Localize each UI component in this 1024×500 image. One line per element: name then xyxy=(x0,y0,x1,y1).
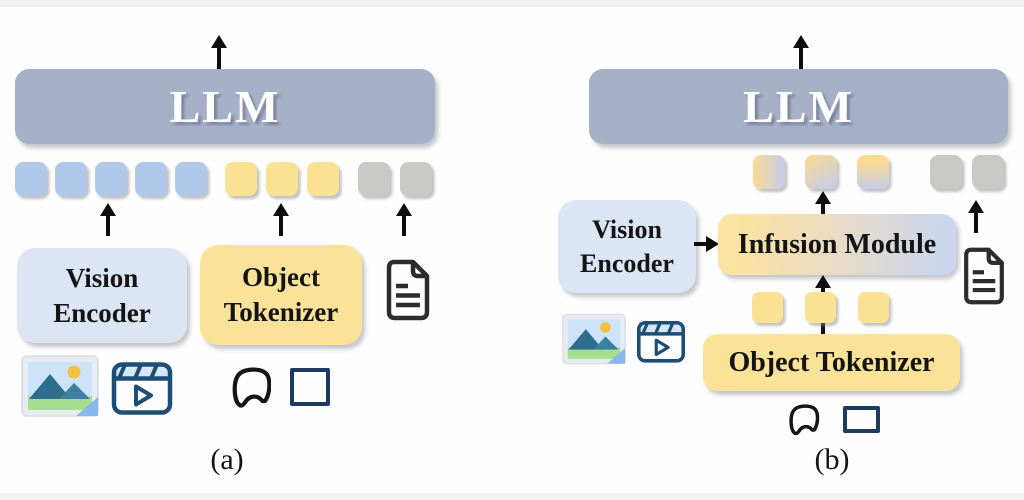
vision-encoder-box-a: Vision Encoder xyxy=(17,248,187,343)
bounding-box-icon xyxy=(290,368,330,406)
video-icon xyxy=(111,362,173,415)
infusion-module-box-b: Infusion Module xyxy=(718,214,956,275)
text-token xyxy=(972,155,1004,189)
fused-token xyxy=(753,155,785,189)
text-token xyxy=(358,162,390,196)
object-tokenizer-box-a: Object Tokenizer xyxy=(200,245,362,345)
object-tokenizer-label-line1-a: Object xyxy=(242,262,320,293)
object-token xyxy=(752,292,783,323)
llm-box-a: LLM xyxy=(15,69,435,144)
vision-token-row-a xyxy=(15,162,207,196)
bounding-box-icon xyxy=(843,406,880,433)
mask-icon xyxy=(232,367,271,408)
vision-encoder-box-b: Vision Encoder xyxy=(558,200,696,293)
text-token xyxy=(930,155,962,189)
vision-token xyxy=(135,162,167,196)
object-token xyxy=(266,162,298,196)
object-token-row-b xyxy=(752,292,889,323)
object-tokenizer-label-line2-a: Tokenizer xyxy=(223,297,339,327)
image-icon xyxy=(21,355,99,417)
document-icon xyxy=(386,259,430,321)
text-token-row-a xyxy=(358,162,432,196)
text-token xyxy=(400,162,432,196)
vision-token xyxy=(15,162,47,196)
object-tokenizer-box-b: Object Tokenizer xyxy=(703,334,960,391)
object-tokenizer-label-b: Object Tokenizer xyxy=(728,346,935,378)
vision-to-tokens-arrow-a xyxy=(100,203,116,236)
object-to-tokens-arrow-a xyxy=(273,203,289,236)
caption-b: (b) xyxy=(814,443,850,476)
llm-output-arrow-b xyxy=(793,35,809,69)
llm-label-b: LLM xyxy=(743,81,854,132)
vision-token xyxy=(55,162,87,196)
vision-encoder-label-line2-b: Encoder xyxy=(580,248,674,278)
object-token xyxy=(225,162,257,196)
vision-token xyxy=(175,162,207,196)
object-token-row-a xyxy=(225,162,339,196)
text-to-tokens-arrow-a xyxy=(396,203,412,236)
video-icon xyxy=(637,320,685,363)
mask-icon xyxy=(789,404,820,435)
object-token xyxy=(858,292,889,323)
infusion-to-tokens-arrow-b xyxy=(815,191,831,215)
vision-token xyxy=(95,162,127,196)
llm-box-b: LLM xyxy=(589,69,1008,144)
caption-a: (a) xyxy=(210,443,244,476)
vision-encoder-label-line1-a: Vision xyxy=(65,262,139,293)
text-token-row-b xyxy=(930,155,1004,189)
vision-encoder-label-line2-a: Encoder xyxy=(53,297,151,328)
infusion-module-label-b: Infusion Module xyxy=(737,228,937,260)
object-token xyxy=(307,162,339,196)
fused-token xyxy=(805,155,837,189)
llm-label-a: LLM xyxy=(169,81,281,132)
llm-output-arrow-a xyxy=(211,35,227,69)
fused-token xyxy=(857,155,889,189)
fused-token-row-b xyxy=(753,155,889,189)
image-icon xyxy=(562,313,626,365)
vision-to-infusion-arrow-b xyxy=(694,236,719,252)
text-to-tokens-arrow-b xyxy=(968,200,984,233)
vision-encoder-label-line1-b: Vision xyxy=(592,215,662,245)
document-icon xyxy=(964,247,1004,305)
object-token xyxy=(805,292,836,323)
